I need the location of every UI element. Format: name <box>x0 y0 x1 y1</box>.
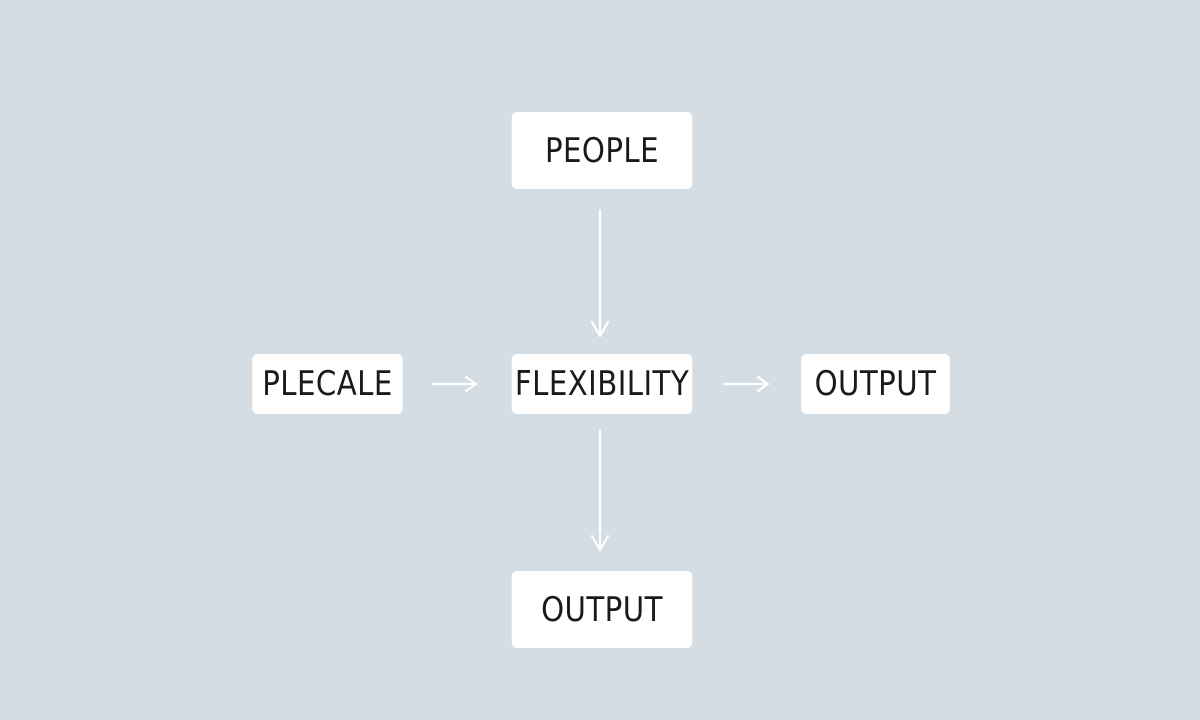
node-plecale-label: PLECALE <box>262 364 393 404</box>
node-output-right: OUTPUT <box>801 354 950 414</box>
node-output-right-label: OUTPUT <box>814 364 937 404</box>
node-flexibility: FLEXIBILITY <box>511 354 693 414</box>
node-plecale: PLECALE <box>252 354 403 414</box>
arrow-flexibility-to-output-bottom <box>590 428 610 552</box>
node-people-label: PEOPLE <box>544 130 660 171</box>
node-people: PEOPLE <box>511 112 693 189</box>
node-output-bottom-label: OUTPUT <box>541 589 663 630</box>
node-output-bottom: OUTPUT <box>511 571 693 648</box>
arrow-flexibility-to-output-right <box>722 375 770 393</box>
arrow-people-to-flexibility <box>590 208 610 338</box>
arrow-plecale-to-flexibility <box>431 375 478 393</box>
node-flexibility-label: FLEXIBILITY <box>514 364 690 404</box>
